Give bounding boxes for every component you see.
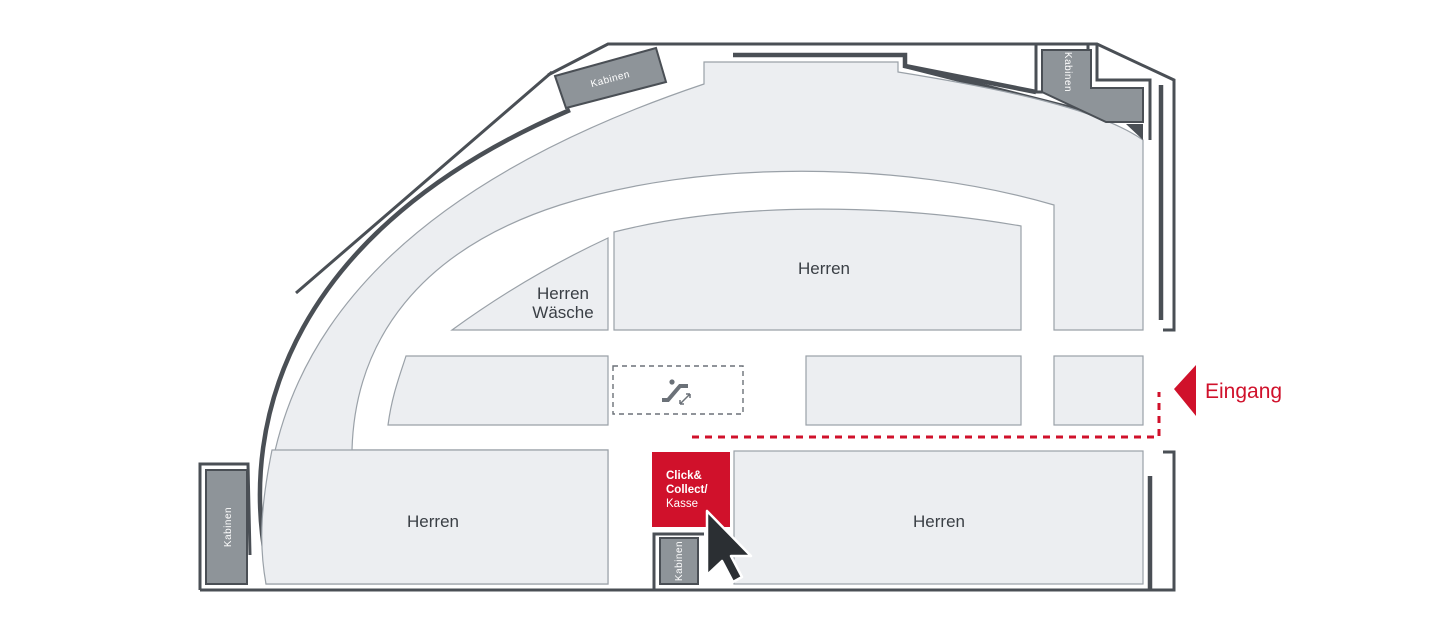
escalator[interactable] bbox=[612, 365, 744, 415]
zone-herren-waesche-label-line1: Herren bbox=[537, 284, 589, 303]
middle-left-area bbox=[387, 355, 609, 426]
outer-curved-wall bbox=[257, 107, 571, 561]
entrance-arrow-icon bbox=[1174, 365, 1196, 416]
outer-walls bbox=[198, 42, 1176, 592]
herren-top-area bbox=[613, 208, 1022, 331]
escalator-outline bbox=[612, 365, 744, 415]
entrance-marker[interactable]: Eingang bbox=[1174, 365, 1282, 416]
zone-herren-top-label: Herren bbox=[798, 259, 850, 278]
escalator-icon bbox=[662, 379, 691, 405]
floor-areas bbox=[261, 61, 1144, 585]
click-collect-line2: Collect/ bbox=[666, 484, 708, 496]
zone-herren-bottom-right-label: Herren bbox=[913, 512, 965, 531]
click-collect-counter[interactable]: Click& Collect/ Kasse bbox=[652, 452, 730, 527]
zone-herren-waesche-label-line2: Wäsche bbox=[532, 303, 593, 322]
cabin-bottom-label: Kabinen bbox=[674, 541, 685, 581]
cabin-top: Kabinen bbox=[553, 46, 668, 110]
herren-bottom-left-area bbox=[261, 449, 609, 585]
herren-bottom-right-area bbox=[733, 450, 1144, 585]
cabin-top-right-label: Kabinen bbox=[1062, 52, 1073, 92]
outer-diagonal-wall bbox=[295, 70, 553, 295]
cabin-left: Kabinen bbox=[205, 469, 248, 585]
stair-marker bbox=[1126, 124, 1143, 140]
cursor-arrow-icon bbox=[705, 509, 753, 584]
cabin-top-right: Kabinen bbox=[1041, 49, 1144, 123]
entrance-side-area bbox=[1053, 355, 1144, 426]
cabin-bottom: Kabinen bbox=[659, 537, 699, 585]
cabin-bottom-wall bbox=[652, 532, 704, 590]
middle-right-area bbox=[805, 355, 1022, 426]
click-collect-line3: Kasse bbox=[666, 498, 698, 510]
herren-waesche-area bbox=[450, 237, 609, 331]
route-to-click-collect bbox=[692, 392, 1161, 439]
entrance-label: Eingang bbox=[1205, 380, 1282, 403]
cabin-left-label: Kabinen bbox=[223, 507, 234, 547]
zone-herren-bottom-left-label: Herren bbox=[407, 512, 459, 531]
click-collect-line1: Click& bbox=[666, 470, 702, 482]
